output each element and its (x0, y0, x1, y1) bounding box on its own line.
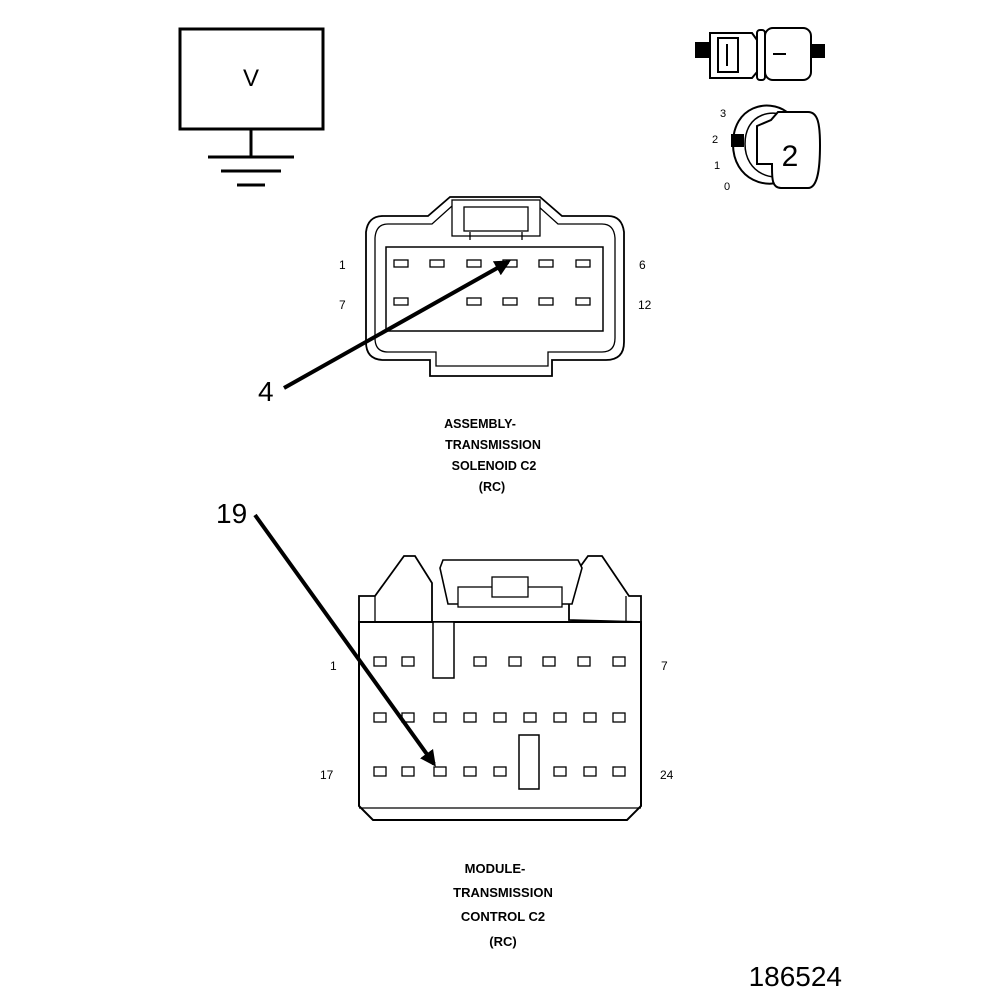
module-cavity (401, 656, 415, 667)
module-pin-label-1: 1 (330, 659, 337, 673)
module-cavity (373, 766, 387, 777)
figure-number: 186524 (749, 961, 842, 992)
ground-icon (208, 129, 294, 187)
solenoid-cavity (393, 259, 409, 268)
solenoid-pin-label-12: 12 (638, 298, 652, 312)
module-cavity (373, 656, 387, 667)
solenoid-pin-label-7: 7 (339, 298, 346, 312)
module-caption-line-3: CONTROL C2 (461, 909, 545, 924)
solenoid-cavity (466, 259, 482, 268)
module-cavity (433, 712, 447, 723)
solenoid-cavity (393, 297, 409, 306)
module-pin-label-24: 24 (660, 768, 674, 782)
solenoid-cavity (538, 297, 554, 306)
module-connector-caption: MODULE- TRANSMISSION CONTROL C2 (RC) (453, 861, 553, 949)
module-cavity (493, 766, 507, 777)
module-caption-line-2: TRANSMISSION (453, 885, 553, 900)
module-cavity (401, 766, 415, 777)
module-caption-line-4: (RC) (489, 934, 516, 949)
module-cavities (373, 656, 626, 777)
solenoid-cavity (429, 259, 445, 268)
module-caption-line-1: MODULE- (465, 861, 526, 876)
voltmeter-box (178, 27, 325, 131)
solenoid-pin-label-6: 6 (639, 258, 646, 272)
module-cavity (373, 712, 387, 723)
module-cavity (463, 766, 477, 777)
module-cavity (463, 712, 477, 723)
test-probe-icon (695, 27, 825, 81)
voltmeter-label: V (243, 65, 259, 92)
callout-arrow-19: 19 (216, 498, 436, 767)
probe-position-0: 0 (724, 181, 730, 193)
module-cavity (542, 656, 556, 667)
module-cavity (583, 766, 597, 777)
module-cavity (577, 656, 591, 667)
module-cavity (583, 712, 597, 723)
selector-knob-icon: 3 2 1 0 2 (712, 104, 822, 193)
module-key-bottom (518, 734, 540, 790)
probe-position-1: 1 (714, 160, 720, 172)
module-connector-c2: 1 7 17 24 (320, 555, 674, 821)
module-pin-label-7: 7 (661, 659, 668, 673)
module-cavity (433, 766, 447, 777)
module-cavity (473, 656, 487, 667)
module-pin-label-17: 17 (320, 768, 334, 782)
callout-label-4: 4 (258, 376, 274, 407)
voltmeter: V (178, 27, 325, 187)
knob-pointer (731, 134, 744, 147)
solenoid-cavity (502, 297, 518, 306)
solenoid-cavity (575, 259, 591, 268)
module-cavity (508, 656, 522, 667)
solenoid-connector-caption: ASSEMBLY- TRANSMISSION SOLENOID C2 (RC) (444, 417, 541, 494)
solenoid-connector-c2: 1 6 7 12 (339, 196, 652, 377)
module-cavity (612, 712, 626, 723)
module-cavity (553, 766, 567, 777)
selected-position-label: 2 (782, 140, 799, 173)
solenoid-cavity (538, 259, 554, 268)
callout-label-19: 19 (216, 498, 247, 529)
solenoid-caption-line-4: (RC) (479, 480, 505, 494)
module-cavity (553, 712, 567, 723)
solenoid-caption-line-1: ASSEMBLY- (444, 417, 516, 431)
module-cavity (493, 712, 507, 723)
solenoid-caption-line-3: SOLENOID C2 (452, 459, 537, 473)
probe-position-3: 3 (720, 108, 726, 120)
callout-arrow-4: 4 (258, 260, 511, 407)
solenoid-cavity (466, 297, 482, 306)
solenoid-connector-latch (451, 199, 541, 240)
module-cavity (612, 656, 626, 667)
module-connector-left-tower (358, 555, 433, 623)
probe-position-2: 2 (712, 134, 718, 146)
solenoid-cavity (575, 297, 591, 306)
solenoid-pin-label-1: 1 (339, 258, 346, 272)
solenoid-caption-line-2: TRANSMISSION (445, 438, 541, 452)
module-key-top (432, 621, 455, 679)
module-cavity (612, 766, 626, 777)
module-cavity (523, 712, 537, 723)
